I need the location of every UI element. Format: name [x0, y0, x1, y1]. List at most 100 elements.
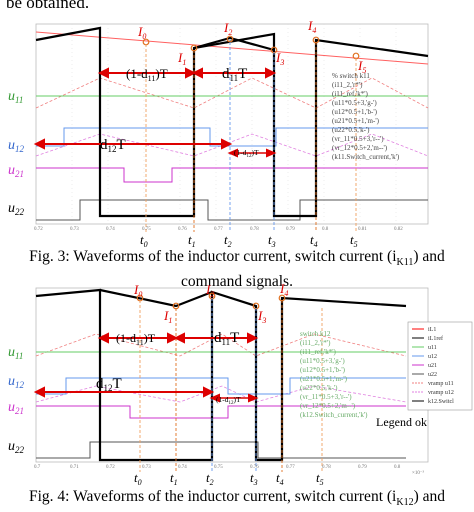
svg-text:switch k12: switch k12: [300, 330, 331, 338]
svg-text:0.78: 0.78: [250, 227, 259, 232]
svg-text:(u11*0.5+3,'g-'): (u11*0.5+3,'g-'): [300, 357, 345, 365]
svg-text:0.72: 0.72: [34, 227, 43, 232]
fig3-reference-line: [35, 31, 429, 65]
fig4-label-u21: u21: [8, 400, 24, 416]
svg-text:iL1: iL1: [428, 327, 436, 333]
fig4-u22-trace: [36, 441, 406, 459]
svg-text:u22: u22: [428, 372, 437, 378]
svg-text:u11: u11: [428, 345, 437, 351]
svg-text:t4: t4: [310, 232, 318, 248]
fig4-arrow-label-3: d12T: [96, 376, 122, 393]
fig4-caption: Fig. 4: Waveforms of the inductor curren…: [28, 488, 445, 509]
svg-text:0.77: 0.77: [286, 465, 295, 470]
svg-text:0.8: 0.8: [322, 227, 329, 232]
svg-text:t1: t1: [170, 470, 178, 486]
fig3-arrow-label-1: (1-d11)T: [126, 66, 168, 83]
svg-text:(vr_12*0.5+2,'m--'): (vr_12*0.5+2,'m--'): [332, 144, 388, 152]
fig4-label-I2: I2: [205, 282, 214, 299]
fig4-label-I1: I1: [163, 308, 172, 325]
fig4-legend-box: [407, 321, 473, 411]
svg-text:vramp u12: vramp u12: [428, 390, 454, 396]
svg-text:0.82: 0.82: [394, 227, 403, 232]
svg-text:% switch k11: % switch k11: [332, 72, 370, 80]
svg-text:vramp u11: vramp u11: [428, 381, 454, 387]
fig4-legend: iL1 iL1ref u11 u12 u21 u22 vramp u11 vra…: [412, 327, 454, 405]
fig4-ramp-vr12: [35, 385, 407, 403]
fig4-label-u11: u11: [8, 345, 23, 361]
fig4-u21-trace: [36, 405, 406, 419]
svg-text:0.75: 0.75: [142, 227, 151, 232]
fig3-label-I1: I1: [177, 50, 186, 67]
fig4-label-I3: I3: [257, 308, 266, 325]
svg-text:k12.Switcl: k12.Switcl: [428, 399, 454, 405]
fig3-label-u12: u12: [8, 138, 25, 154]
fig3-u21-trace: [36, 167, 428, 183]
svg-text:(u22*0.5,'k-'): (u22*0.5,'k-'): [332, 126, 370, 134]
svg-text:t3: t3: [250, 470, 258, 486]
fig3-arrow-label-3: d12T: [100, 137, 126, 154]
svg-text:(i11_2,'r*'): (i11_2,'r*'): [332, 81, 363, 89]
fig4-arrow-label-1: (1-d11)T: [116, 331, 156, 347]
fig4-legend-note: Legend ok: [376, 415, 427, 429]
fig4-label-I4: I4: [279, 282, 288, 298]
fig3-label-u22: u22: [8, 201, 25, 217]
svg-text:(i11_ref,'k*'): (i11_ref,'k*'): [332, 90, 369, 98]
svg-text:0.77: 0.77: [214, 227, 223, 232]
svg-text:(k11.Switch_current,'k'): (k11.Switch_current,'k'): [332, 153, 400, 161]
svg-text:t4: t4: [276, 470, 284, 486]
fig3-arrow-label-4: (1-d12)T: [234, 148, 259, 159]
svg-text:t3: t3: [268, 232, 276, 248]
svg-text:0.75: 0.75: [214, 465, 223, 470]
fig4-ramp-vr11: [35, 333, 407, 357]
svg-text:(u12*0.5+1,'b-'): (u12*0.5+1,'b-'): [332, 108, 378, 116]
fig3-label-I5: I5: [357, 58, 366, 75]
fig3-label-I0: I0: [137, 24, 146, 41]
svg-text:0.7: 0.7: [34, 465, 41, 470]
fig3-grid: [71, 24, 397, 224]
fig4-arrow-label-2: d11T: [214, 330, 239, 347]
fig3-code-block: % switch k11 (i11_2,'r*') (i11_ref,'k*')…: [332, 72, 400, 161]
fig3-label-u21: u21: [8, 163, 24, 179]
fig4-inductor-current: [35, 288, 407, 462]
fig3-label-I3: I3: [275, 50, 284, 67]
fig4-code-block: switch k12 (i11_2,'r*') (i11_ref,'k*') (…: [300, 330, 368, 419]
fig3-time-labels: t0 t1 t2 t3 t4 t5: [140, 232, 358, 248]
svg-text:(u22*0.5,'k-'): (u22*0.5,'k-'): [300, 384, 338, 392]
fig4-plot-frame: [35, 287, 429, 463]
svg-text:u12: u12: [428, 354, 437, 360]
lead-text: be obtained.: [6, 0, 90, 12]
svg-text:(u21*0.5+1,'m-'): (u21*0.5+1,'m-'): [300, 375, 348, 383]
fig3-label-I2: I2: [223, 20, 232, 37]
fig4-label-u22: u22: [8, 439, 25, 455]
svg-text:t0: t0: [134, 470, 142, 486]
svg-text:(vr_11*0.5+3,'r--'): (vr_11*0.5+3,'r--'): [300, 393, 352, 401]
svg-text:0.76: 0.76: [178, 227, 187, 232]
fig3-duty-arrows: [33, 67, 277, 158]
fig3-u22-trace: [36, 199, 428, 221]
fig4-label-I0: I0: [133, 282, 142, 299]
svg-text:(i11_ref,'k*'): (i11_ref,'k*'): [300, 348, 337, 356]
svg-text:(u12*0.5+1,'b-'): (u12*0.5+1,'b-'): [300, 366, 346, 374]
svg-text:t2: t2: [224, 232, 232, 248]
fig3-arrow-label-2: d11T: [222, 66, 247, 83]
svg-text:t2: t2: [206, 470, 214, 486]
svg-text:(i11_2,'r*'): (i11_2,'r*'): [300, 339, 331, 347]
svg-text:0.8: 0.8: [394, 465, 401, 470]
svg-text:0.79: 0.79: [358, 465, 367, 470]
fig4-time-labels: t0 t1 t2 t3 t4 t5: [134, 470, 324, 486]
fig4-current-top: [99, 288, 213, 308]
fig3-time-markers: [145, 42, 357, 232]
svg-text:(k12.Switch_current,'k'): (k12.Switch_current,'k'): [300, 411, 368, 419]
svg-text:0.73: 0.73: [70, 227, 79, 232]
svg-text:(u21*0.5+1,'m-'): (u21*0.5+1,'m-'): [332, 117, 380, 125]
svg-text:(vr_11*0.5+3,'r--'): (vr_11*0.5+3,'r--'): [332, 135, 384, 143]
svg-text:t5: t5: [316, 470, 324, 486]
svg-text:0.76: 0.76: [250, 465, 259, 470]
svg-text:0.74: 0.74: [178, 465, 187, 470]
svg-text:0.73: 0.73: [142, 465, 151, 470]
fig3-caption: Fig. 3: Waveforms of the inductor curren…: [29, 248, 445, 291]
svg-text:t0: t0: [140, 232, 148, 248]
svg-text:(vr_12*0.5+2,'m--'): (vr_12*0.5+2,'m--'): [300, 402, 356, 410]
svg-text:u21: u21: [428, 363, 437, 369]
fig4-tick-labels: 0.7 0.71 0.72 0.73 0.74 0.75 0.76 0.77 0…: [34, 465, 424, 476]
